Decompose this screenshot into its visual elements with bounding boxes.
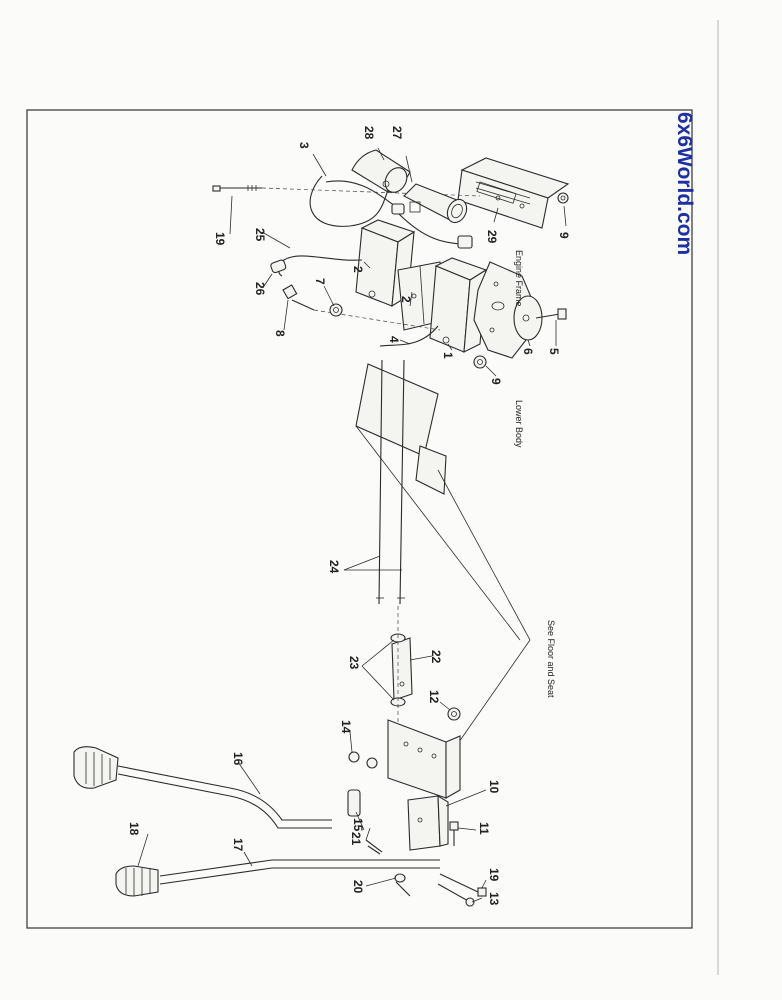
cotter-pin-21 <box>365 839 383 855</box>
callout-1: 1 <box>441 352 455 359</box>
callout-13: 13 <box>487 892 501 906</box>
callout-2-middle: 2 <box>399 296 413 303</box>
callout-5: 5 <box>547 348 561 355</box>
cable-4 <box>379 325 439 347</box>
control-rods-24 <box>376 359 405 605</box>
long-bolt-19-upper <box>212 185 481 197</box>
grip-16 <box>73 746 119 789</box>
nut-7 <box>329 303 343 317</box>
cable-25 <box>277 255 363 277</box>
callout-25: 25 <box>253 228 267 242</box>
callout-7: 7 <box>313 278 327 285</box>
callout-leaders <box>137 147 567 903</box>
callout-17: 17 <box>231 838 245 852</box>
screw-5 <box>535 308 567 320</box>
callout-29: 29 <box>485 230 499 244</box>
cable-3 <box>309 175 389 227</box>
bolt-19-lower <box>439 873 487 897</box>
bolt-13 <box>437 883 475 907</box>
callout-15: 15 <box>351 818 365 832</box>
note-engine-frame: Engine Frame <box>514 250 524 307</box>
bolt-11 <box>449 821 459 846</box>
lever-16 <box>73 746 332 829</box>
callout-2-left: 2 <box>351 266 365 273</box>
diagram-frame <box>26 109 693 929</box>
callout-9-upper: 9 <box>557 232 571 239</box>
callout-12: 12 <box>427 690 441 704</box>
cylinder-28 <box>351 149 411 193</box>
clip-26 <box>270 259 287 274</box>
cylinder-27 <box>403 183 468 224</box>
callout-16: 16 <box>231 752 245 766</box>
pin-20 <box>394 873 411 897</box>
nuts-14 <box>348 751 378 769</box>
nut-9-lower <box>473 355 487 369</box>
note-see-floor-and-seat: See Floor and Seat <box>546 620 556 698</box>
callout-24: 24 <box>327 560 341 574</box>
callout-8: 8 <box>273 330 287 337</box>
nut-12 <box>447 707 461 721</box>
sleeve-15 <box>347 789 361 817</box>
bracket-22 <box>391 637 413 701</box>
callout-10: 10 <box>487 780 501 794</box>
callout-22: 22 <box>429 650 443 664</box>
callout-28: 28 <box>362 126 376 140</box>
callout-19-lower: 19 <box>487 868 501 882</box>
callout-23: 23 <box>347 656 361 670</box>
callout-11: 11 <box>477 822 491 835</box>
callout-3: 3 <box>297 142 311 149</box>
grip-18 <box>115 865 159 897</box>
callout-19-upper: 19 <box>213 232 227 246</box>
watermark: 6x6World.com <box>673 112 696 255</box>
note-lower-body: Lower Body <box>514 400 524 448</box>
channel-bracket <box>387 719 461 799</box>
callout-4: 4 <box>387 336 401 343</box>
callout-6: 6 <box>521 348 535 355</box>
engine-frame-bracket <box>457 157 570 229</box>
callout-20: 20 <box>351 880 365 894</box>
callout-26: 26 <box>253 282 267 296</box>
elbow-fitting <box>391 203 473 249</box>
callout-9-lower: 9 <box>489 378 503 385</box>
pivot-block-10 <box>407 795 449 851</box>
callout-27: 27 <box>390 126 404 140</box>
callout-18: 18 <box>127 822 141 836</box>
lever-17 <box>115 859 440 897</box>
callout-14: 14 <box>339 720 353 734</box>
nut-9-upper <box>557 192 569 204</box>
callout-21: 21 <box>349 832 363 846</box>
